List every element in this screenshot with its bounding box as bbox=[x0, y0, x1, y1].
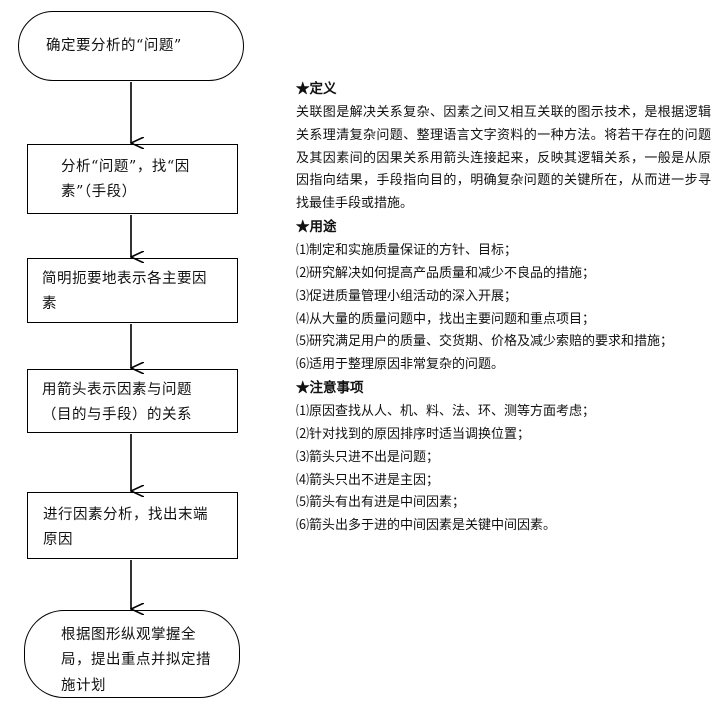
flow-step-list-factors: 简明扼要地表示各主要因素 bbox=[27, 258, 238, 323]
note-item: ⑹箭头出多于进的中间因素是关键中间因素。 bbox=[296, 518, 557, 534]
flow-step-define-problem: 确定要分析的“问题” bbox=[18, 11, 244, 81]
info-panel: ★定义 关联图是解决关系复杂、因素之间又相互关联的图示技术，是根据逻辑关系理清复… bbox=[296, 78, 711, 538]
usage-item: ⑹适用于整理原因非常复杂的问题。 bbox=[296, 357, 505, 373]
usage-item: ⑷从大量的质量问题中，找出主要问题和重点项目； bbox=[296, 311, 596, 327]
usage-item: ⑶促进质量管理小组活动的深入开展； bbox=[296, 288, 518, 304]
usage-item: ⑴制定和实施质量保证的方针、目标； bbox=[296, 242, 518, 258]
flow-step-label: 用箭头表示因素与问题（目的与手段）的关系 bbox=[42, 382, 192, 424]
definition-text: 关联图是解决关系复杂、因素之间又相互关联的图示技术，是根据逻辑关系理清复杂问题、… bbox=[296, 104, 711, 212]
flow-step-plan-measures: 根据图形纵观掌握全局，提出重点并拟定措施计划 bbox=[24, 610, 240, 698]
flow-step-analyze-causes: 进行因素分析，找出末端原因 bbox=[27, 492, 238, 559]
flow-step-find-factors: 分析“问题”，找“因素”（手段） bbox=[27, 144, 238, 214]
flow-step-label: 根据图形纵观掌握全局，提出重点并拟定措施计划 bbox=[61, 627, 211, 694]
usage-heading: ★用途 bbox=[296, 219, 337, 236]
note-item: ⑷箭头只出不进是主因； bbox=[296, 472, 440, 488]
flow-step-draw-arrows: 用箭头表示因素与问题（目的与手段）的关系 bbox=[27, 369, 238, 433]
flow-step-label: 确定要分析的“问题” bbox=[46, 38, 182, 54]
flow-step-label: 简明扼要地表示各主要因素 bbox=[42, 271, 207, 313]
usage-item: ⑵研究解决如何提高产品质量和减少不良品的措施； bbox=[296, 265, 596, 281]
flow-step-label: 进行因素分析，找出末端原因 bbox=[43, 507, 208, 549]
note-item: ⑶箭头只进不出是问题； bbox=[296, 449, 440, 465]
note-item: ⑸箭头有出有进是中间因素； bbox=[296, 495, 466, 511]
note-item: ⑵针对找到的原因排序时适当调换位置； bbox=[296, 426, 531, 442]
definition-heading: ★定义 bbox=[296, 81, 337, 97]
notes-heading: ★注意事项 bbox=[296, 380, 364, 397]
note-item: ⑴原因查找从人、机、料、法、环、测等方面考虑； bbox=[296, 403, 596, 419]
usage-item: ⑸研究满足用户的质量、交货期、价格及减少索赔的要求和措施； bbox=[296, 334, 674, 350]
flow-step-label: 分析“问题”，找“因素”（手段） bbox=[61, 159, 190, 201]
